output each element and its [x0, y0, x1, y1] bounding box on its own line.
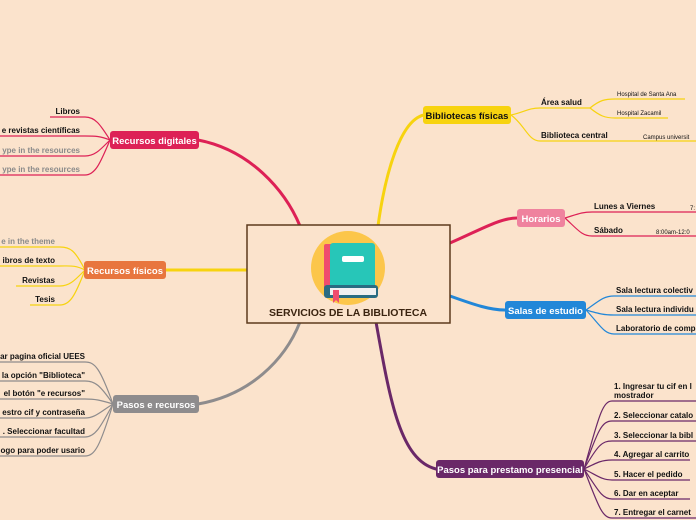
- node-recursos-fisicos[interactable]: Recursos físicos: [84, 261, 166, 279]
- leaf-item[interactable]: ibros de texto: [3, 256, 56, 265]
- leaf-item[interactable]: 4. Agregar al carrito: [614, 450, 689, 459]
- leaf-item[interactable]: 7. Entregar el carnet: [614, 508, 691, 517]
- connector-prestamo: [376, 322, 436, 469]
- connector-pasos: [198, 322, 300, 404]
- books-icon: [311, 231, 385, 305]
- leaf-item[interactable]: 3. Seleccionar la bibl: [614, 431, 693, 440]
- node-label: Bibliotecas físicas: [426, 111, 509, 122]
- node-horarios[interactable]: Horarios: [517, 209, 565, 227]
- connector-horarios: [450, 218, 517, 243]
- leaf-item[interactable]: Hospital Zacamil: [617, 111, 661, 117]
- leaf-item[interactable]: 2. Seleccionar catalo: [614, 411, 693, 420]
- connector-salas: [450, 296, 505, 310]
- center-title: SERVICIOS DE LA BIBLIOTECA: [269, 307, 428, 319]
- node-recursos-digitales[interactable]: Recursos digitales: [110, 131, 199, 149]
- leaf-item[interactable]: estro cif y contraseña: [2, 408, 85, 417]
- leaf-item[interactable]: Sábado: [594, 226, 623, 235]
- leaf-item[interactable]: Revistas: [22, 276, 55, 285]
- leaf-item[interactable]: el botón "e recursos": [4, 389, 86, 398]
- leaves-horarios: Lunes a Viernes Sábado 7: 8:00am-12:0: [594, 202, 695, 236]
- leaf-item[interactable]: Libros: [56, 107, 81, 116]
- leaf-item[interactable]: Lunes a Viernes: [594, 202, 656, 211]
- leaf-value: 7:: [690, 206, 695, 212]
- leaf-item[interactable]: la opción "Biblioteca": [2, 371, 85, 380]
- node-label: Recursos físicos: [87, 266, 163, 277]
- leaf-item-placeholder[interactable]: ype in the resources: [2, 165, 80, 174]
- leaf-item[interactable]: ar pagina oficial UEES: [0, 352, 86, 361]
- node-label: Recursos digitales: [112, 136, 196, 147]
- node-label: Salas de estudio: [508, 306, 583, 317]
- center-node[interactable]: SERVICIOS DE LA BIBLIOTECA: [247, 225, 450, 323]
- leaf-item[interactable]: Sala lectura individu: [616, 305, 694, 314]
- node-label: Pasos e recursos: [117, 400, 196, 411]
- leaf-item-placeholder[interactable]: ype in the resources: [2, 146, 80, 155]
- leaves-pasos-recursos: ar pagina oficial UEES la opción "Biblio…: [0, 352, 86, 455]
- node-label: Horarios: [521, 214, 560, 225]
- sub-node-area-salud[interactable]: Área salud: [541, 98, 582, 107]
- node-label: Pasos para prestamo presencial: [437, 465, 583, 476]
- leaves-salas-estudio: Sala lectura colectiv Sala lectura indiv…: [616, 286, 696, 333]
- leaf-item[interactable]: Laboratorio de comp: [616, 324, 696, 333]
- node-pasos-recursos[interactable]: Pasos e recursos: [113, 395, 199, 413]
- leaf-item[interactable]: ogo para poder usario: [1, 446, 86, 455]
- node-salas-estudio[interactable]: Salas de estudio: [505, 301, 586, 319]
- leaf-item[interactable]: 6. Dar en aceptar: [614, 489, 678, 498]
- leaf-item[interactable]: Campus universit: [643, 135, 690, 141]
- leaf-item-placeholder[interactable]: e in the theme: [1, 237, 55, 246]
- node-prestamo-presencial[interactable]: Pasos para prestamo presencial: [436, 460, 584, 478]
- connector-bibliotecas: [378, 115, 424, 226]
- leaf-item[interactable]: Tesis: [35, 295, 55, 304]
- leaf-item[interactable]: e revistas científicas: [2, 126, 81, 135]
- node-bibliotecas-fisicas[interactable]: Bibliotecas físicas: [423, 106, 511, 124]
- sub-node-biblioteca-central[interactable]: Biblioteca central: [541, 131, 608, 140]
- leaf-item[interactable]: . Seleccionar facultad: [3, 427, 85, 436]
- connector-digital: [198, 140, 300, 226]
- leaf-item[interactable]: Sala lectura colectiv: [616, 286, 693, 295]
- leaf-item[interactable]: Hospital de Santa Ana: [617, 92, 677, 98]
- leaf-item[interactable]: 5. Hacer el pedido: [614, 470, 683, 479]
- leaf-value: 8:00am-12:0: [656, 230, 690, 236]
